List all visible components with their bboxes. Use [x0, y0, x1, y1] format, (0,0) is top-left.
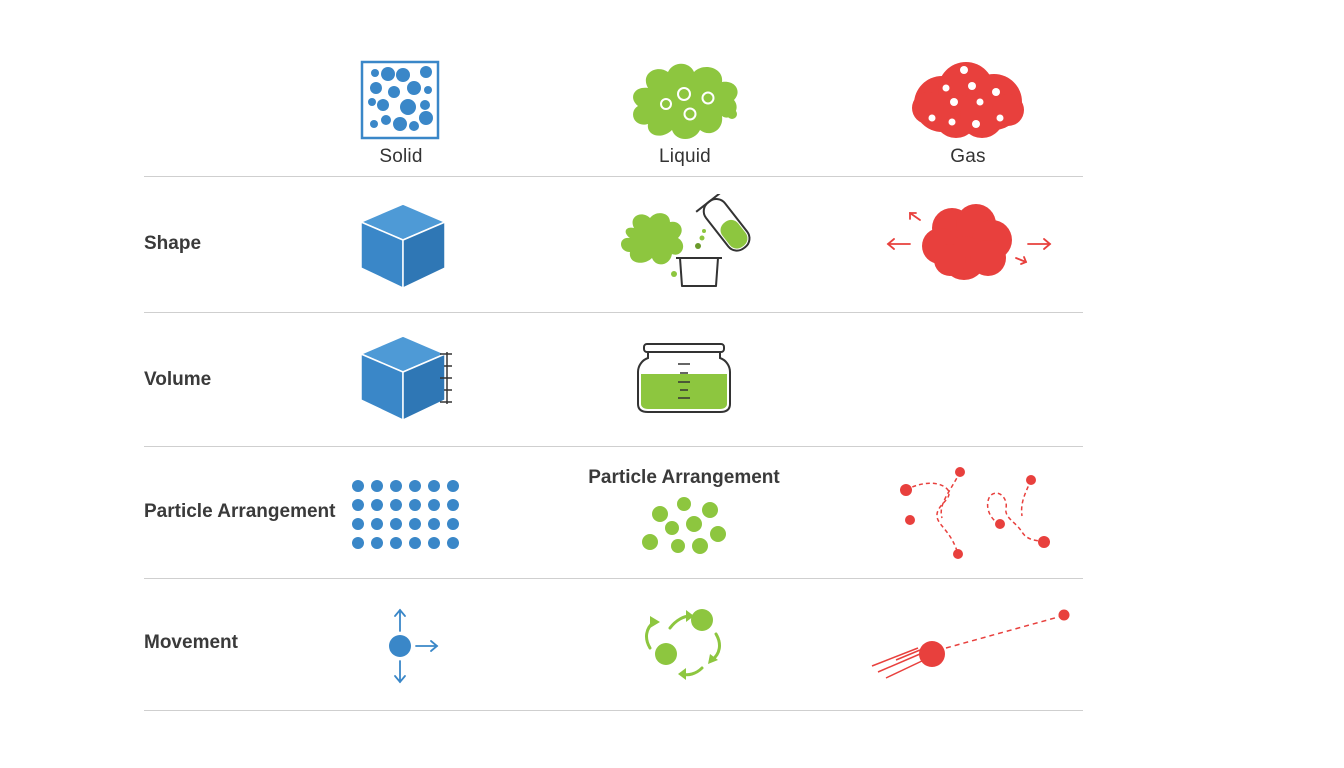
- liquid-blob-icon: [633, 63, 738, 139]
- row-divider-5: [144, 710, 1083, 711]
- measuring-jar-icon: [637, 343, 731, 413]
- rotating-particles-icon: [645, 609, 721, 680]
- row-label-particle-arrangement: Particle Arrangement: [144, 501, 336, 522]
- vibrating-particle-icon: [389, 608, 439, 684]
- liquid-particle-arrangement-caption: Particle Arrangement: [588, 467, 780, 488]
- random-paths-icon: [900, 467, 1050, 559]
- fast-particle-icon: [871, 609, 1070, 679]
- column-title-gas: Gas: [950, 146, 986, 167]
- solid-particles-icon: [360, 60, 440, 140]
- pouring-beaker-icon: [621, 194, 751, 287]
- gas-cloud-icon: [912, 62, 1024, 138]
- expanding-cloud-icon: [886, 204, 1052, 280]
- row-label-shape: Shape: [144, 233, 202, 254]
- loose-particles-icon: [642, 497, 726, 554]
- particle-grid-icon: [352, 480, 459, 549]
- row-label-volume: Volume: [144, 369, 212, 390]
- row-divider-3: [144, 446, 1083, 447]
- column-title-solid: Solid: [379, 146, 423, 167]
- column-title-liquid: Liquid: [659, 146, 711, 167]
- row-divider-2: [144, 312, 1083, 313]
- measured-cube-icon: [360, 335, 452, 421]
- cube-icon: [360, 203, 446, 289]
- row-label-movement: Movement: [144, 632, 238, 653]
- row-divider-4: [144, 578, 1083, 579]
- row-divider-1: [144, 176, 1083, 177]
